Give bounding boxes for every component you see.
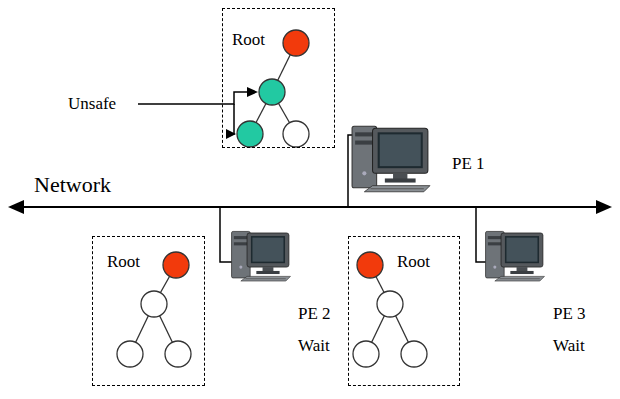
computer-icon bbox=[232, 231, 291, 281]
network-drop bbox=[220, 207, 232, 262]
pe-label: Wait bbox=[298, 336, 330, 356]
leader-arrowhead bbox=[247, 87, 258, 97]
network-drop bbox=[476, 207, 486, 262]
tree-region: Root bbox=[222, 8, 335, 148]
network-bus bbox=[20, 206, 600, 208]
computer-icon bbox=[352, 126, 430, 192]
network-label: Network bbox=[34, 172, 111, 198]
pe-label: Wait bbox=[553, 336, 585, 356]
pe-label: PE 1 bbox=[452, 154, 485, 174]
computer-icon bbox=[486, 231, 545, 281]
bus-arrowhead bbox=[8, 200, 24, 214]
pe-label: PE 2 bbox=[298, 304, 331, 324]
callout-label: Unsafe bbox=[68, 94, 116, 114]
root-label: Root bbox=[107, 252, 140, 272]
leader-line bbox=[138, 92, 250, 134]
leader-arrowhead bbox=[226, 129, 236, 139]
root-label: Root bbox=[232, 30, 265, 50]
tree-region: Root bbox=[348, 236, 460, 386]
pe-label: PE 3 bbox=[553, 304, 586, 324]
bus-arrowhead bbox=[596, 200, 612, 214]
tree-region: Root bbox=[92, 236, 205, 386]
root-label: Root bbox=[397, 252, 430, 272]
